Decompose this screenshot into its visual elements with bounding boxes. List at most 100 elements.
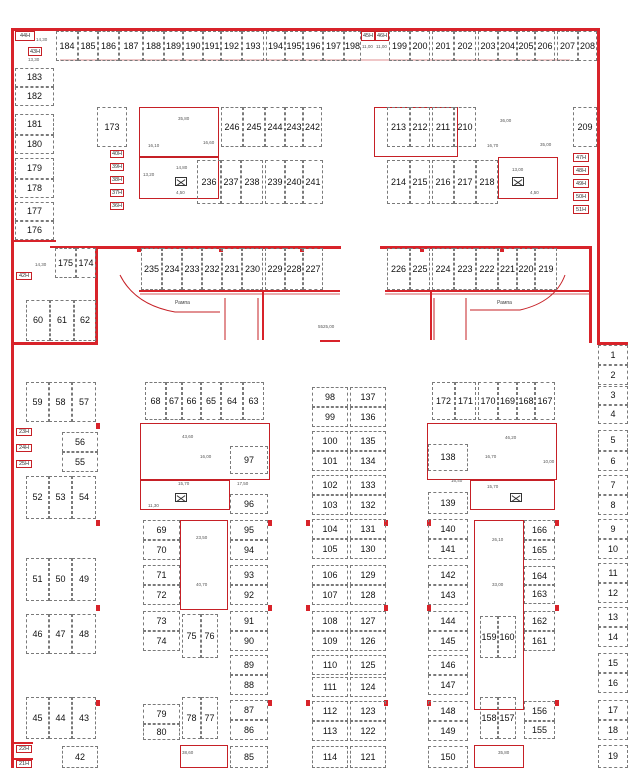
parking-space[interactable]: 1: [598, 345, 628, 365]
parking-space[interactable]: 171: [455, 382, 476, 420]
parking-space[interactable]: 186: [98, 31, 119, 61]
parking-space[interactable]: 106: [312, 565, 348, 585]
parking-space[interactable]: 137: [350, 387, 386, 407]
parking-space[interactable]: 226: [387, 248, 410, 290]
parking-space[interactable]: 54: [72, 476, 96, 519]
parking-space[interactable]: 132: [350, 495, 386, 515]
parking-space[interactable]: 167: [535, 382, 555, 420]
parking-space[interactable]: 3: [598, 386, 628, 405]
parking-space[interactable]: 56: [62, 432, 98, 452]
parking-space[interactable]: 200: [410, 31, 430, 61]
parking-space[interactable]: 193: [242, 31, 264, 61]
parking-space[interactable]: 169: [498, 382, 517, 420]
parking-space[interactable]: 10: [598, 539, 628, 559]
parking-space[interactable]: 15: [598, 653, 628, 673]
parking-space[interactable]: 146: [428, 655, 468, 675]
parking-space[interactable]: 205: [517, 31, 535, 61]
parking-space[interactable]: 196: [303, 31, 323, 61]
parking-space[interactable]: 65: [201, 382, 221, 420]
parking-space[interactable]: 233: [182, 248, 202, 290]
parking-space[interactable]: 157: [498, 697, 516, 739]
parking-space[interactable]: 108: [312, 611, 348, 631]
parking-space[interactable]: 17: [598, 700, 628, 720]
parking-space[interactable]: 230: [242, 248, 263, 290]
parking-space[interactable]: 212: [410, 107, 430, 147]
parking-space[interactable]: 242: [303, 107, 322, 147]
parking-space[interactable]: 49: [72, 558, 96, 601]
parking-space[interactable]: 125: [350, 655, 386, 675]
parking-space[interactable]: 127: [350, 611, 386, 631]
parking-space[interactable]: 85: [230, 746, 268, 768]
parking-space[interactable]: 104: [312, 519, 348, 539]
parking-space[interactable]: 46: [26, 614, 49, 654]
parking-space[interactable]: 199: [389, 31, 410, 61]
parking-space[interactable]: 172: [432, 382, 455, 420]
parking-space[interactable]: 97: [230, 446, 268, 474]
storage-box[interactable]: 23H: [16, 428, 32, 436]
storage-box[interactable]: 38H: [110, 176, 124, 184]
parking-space[interactable]: 9: [598, 519, 628, 539]
parking-space[interactable]: 78: [182, 697, 201, 739]
parking-space[interactable]: 60: [26, 300, 50, 341]
parking-space[interactable]: 103: [312, 495, 348, 515]
parking-space[interactable]: 69: [143, 520, 180, 540]
parking-space[interactable]: 216: [432, 160, 454, 204]
storage-box[interactable]: 47H: [573, 153, 589, 162]
parking-space[interactable]: 50: [49, 558, 72, 601]
parking-space[interactable]: 201: [432, 31, 454, 61]
storage-box[interactable]: 50H: [573, 192, 589, 201]
storage-box[interactable]: 42H: [16, 272, 32, 280]
parking-space[interactable]: 229: [265, 248, 285, 290]
parking-space[interactable]: 48: [72, 614, 96, 654]
parking-space[interactable]: 174: [76, 248, 96, 278]
storage-box[interactable]: 24H: [16, 444, 32, 452]
parking-space[interactable]: 111: [312, 677, 348, 697]
parking-space[interactable]: 150: [428, 746, 468, 768]
parking-space[interactable]: 86: [230, 720, 268, 740]
parking-space[interactable]: 207: [557, 31, 578, 61]
parking-space[interactable]: 47: [49, 614, 72, 654]
parking-space[interactable]: 7: [598, 475, 628, 495]
parking-space[interactable]: 246: [221, 107, 243, 147]
parking-space[interactable]: 183: [15, 68, 54, 87]
parking-space[interactable]: 89: [230, 655, 268, 675]
parking-space[interactable]: 142: [428, 565, 468, 585]
parking-space[interactable]: 12: [598, 583, 628, 603]
parking-space[interactable]: 170: [478, 382, 498, 420]
storage-box[interactable]: 48H: [573, 166, 589, 175]
parking-space[interactable]: 245: [243, 107, 265, 147]
parking-space[interactable]: 224: [432, 248, 454, 290]
parking-space[interactable]: 112: [312, 701, 348, 721]
parking-space[interactable]: 16: [598, 673, 628, 693]
parking-space[interactable]: 206: [535, 31, 555, 61]
parking-space[interactable]: 2: [598, 365, 628, 385]
parking-space[interactable]: 236: [197, 160, 221, 204]
parking-space[interactable]: 240: [285, 160, 303, 204]
parking-space[interactable]: 208: [578, 31, 597, 61]
parking-space[interactable]: 93: [230, 565, 268, 585]
parking-space[interactable]: 72: [143, 585, 180, 605]
parking-space[interactable]: 59: [26, 382, 49, 422]
parking-space[interactable]: 126: [350, 631, 386, 651]
parking-space[interactable]: 52: [26, 476, 49, 519]
parking-space[interactable]: 131: [350, 519, 386, 539]
parking-space[interactable]: 129: [350, 565, 386, 585]
parking-space[interactable]: 149: [428, 721, 468, 741]
parking-space[interactable]: 5: [598, 430, 628, 451]
parking-space[interactable]: 18: [598, 720, 628, 740]
parking-space[interactable]: 232: [202, 248, 222, 290]
parking-space[interactable]: 62: [74, 300, 96, 341]
parking-space[interactable]: 231: [222, 248, 242, 290]
parking-space[interactable]: 58: [49, 382, 72, 422]
parking-space[interactable]: 138: [428, 444, 468, 471]
parking-space[interactable]: 105: [312, 539, 348, 559]
parking-space[interactable]: 222: [476, 248, 498, 290]
storage-box[interactable]: 49H: [573, 179, 589, 188]
parking-space[interactable]: 221: [498, 248, 517, 290]
parking-space[interactable]: 66: [182, 382, 201, 420]
parking-space[interactable]: 223: [454, 248, 476, 290]
storage-box[interactable]: 21H: [16, 760, 32, 768]
parking-space[interactable]: 71: [143, 565, 180, 585]
parking-space[interactable]: 179: [15, 158, 54, 179]
parking-space[interactable]: 178: [15, 179, 54, 198]
